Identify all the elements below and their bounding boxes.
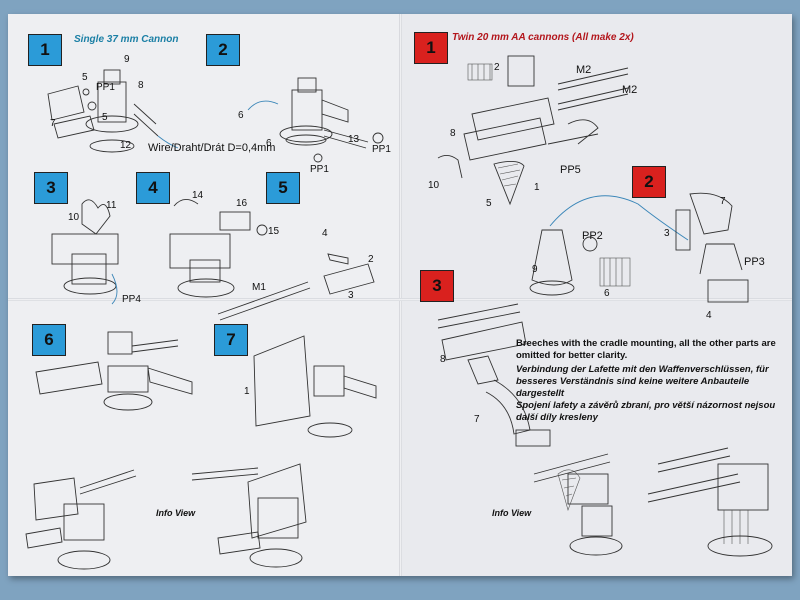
note-english: Breeches with the cradle mounting, all t…	[516, 338, 776, 361]
info-view-drawing-2	[191, 463, 307, 568]
callout: 2	[494, 62, 500, 73]
callout: 5	[82, 72, 88, 83]
callout: 9	[532, 264, 538, 275]
wire-note: Wire/Draht/Drát D=0,4mm	[148, 142, 276, 154]
step6-drawing	[35, 331, 193, 411]
step-badge-5: 5	[266, 172, 300, 204]
callout: PP2	[582, 230, 603, 242]
callout: M2	[622, 84, 638, 96]
step-badge-6: 6	[32, 324, 66, 356]
callout: 3	[348, 290, 354, 301]
step-badge-1: 1	[28, 34, 62, 66]
info-view-label: Info View	[156, 508, 196, 518]
callout: 7	[50, 118, 56, 129]
note-german: Verbindung der Lafette mit den Waffenver…	[516, 364, 769, 399]
callout: M2	[576, 64, 592, 76]
step-badge-3: 3	[34, 172, 68, 204]
step5-drawing	[217, 253, 375, 321]
callout: 5	[102, 112, 108, 123]
horizontal-fold	[8, 298, 792, 301]
step-badge-7: 7	[214, 324, 248, 356]
callout: 14	[192, 190, 204, 201]
right-page	[400, 14, 792, 576]
step3-drawing	[51, 199, 119, 305]
callout: 8	[138, 80, 144, 91]
callout: 10	[68, 212, 80, 223]
callout: 1	[244, 386, 250, 397]
info-view-drawing-1	[25, 469, 137, 570]
r-step1-drawing	[437, 55, 629, 206]
callout: 12	[120, 140, 132, 151]
callout: 4	[706, 310, 712, 321]
callout: 3	[664, 228, 670, 239]
step2-drawing	[247, 77, 384, 163]
r-info-view-drawing-2	[647, 447, 773, 557]
callout: 10	[428, 180, 440, 191]
callout: 6	[266, 138, 272, 149]
callout: PP3	[744, 256, 765, 268]
step-badge-4: 4	[136, 172, 170, 204]
callout: PP1	[310, 164, 329, 175]
callout: 2	[368, 254, 374, 265]
info-view-label-right: Info View	[492, 508, 532, 518]
step-badge-r1: 1	[414, 32, 448, 64]
step4-drawing	[169, 199, 268, 298]
note-czech: Spojení lafety a závěrů zbraní, pro větš…	[516, 400, 776, 423]
callout: 13	[348, 134, 360, 145]
callout: 9	[124, 54, 130, 65]
step7-drawing	[253, 335, 377, 438]
right-title: Twin 20 mm AA cannons (All make 2x)	[452, 32, 634, 43]
step-badge-r2: 2	[632, 166, 666, 198]
left-page	[8, 14, 400, 576]
callout: 5	[486, 198, 492, 209]
r-step2-drawing	[529, 192, 749, 303]
callout: 16	[236, 198, 248, 209]
callout: PP5	[560, 164, 581, 176]
callout: 1	[534, 182, 540, 193]
step1-drawing	[47, 69, 179, 153]
callout: 15	[268, 226, 280, 237]
callout: 7	[720, 196, 726, 207]
callout: PP1	[96, 82, 115, 93]
callout: 6	[238, 110, 244, 121]
vertical-fold	[399, 14, 402, 576]
callout: 11	[106, 200, 117, 211]
callout: 7	[474, 414, 480, 425]
callout: 4	[322, 228, 328, 239]
callout: M1	[252, 282, 266, 293]
callout: PP1	[372, 144, 391, 155]
step-badge-2: 2	[206, 34, 240, 66]
callout: 8	[440, 354, 446, 365]
instruction-sheet: 1 Single 37 mm Cannon 9 5 PP1 8 7 5 12 W…	[8, 14, 792, 576]
callout: 6	[604, 288, 610, 299]
r-info-view-drawing-1	[533, 453, 623, 556]
callout: PP4	[122, 294, 141, 305]
r-step3-drawing	[437, 303, 551, 447]
callout: 8	[450, 128, 456, 139]
step-badge-r3: 3	[420, 270, 454, 302]
left-title: Single 37 mm Cannon	[74, 34, 179, 45]
